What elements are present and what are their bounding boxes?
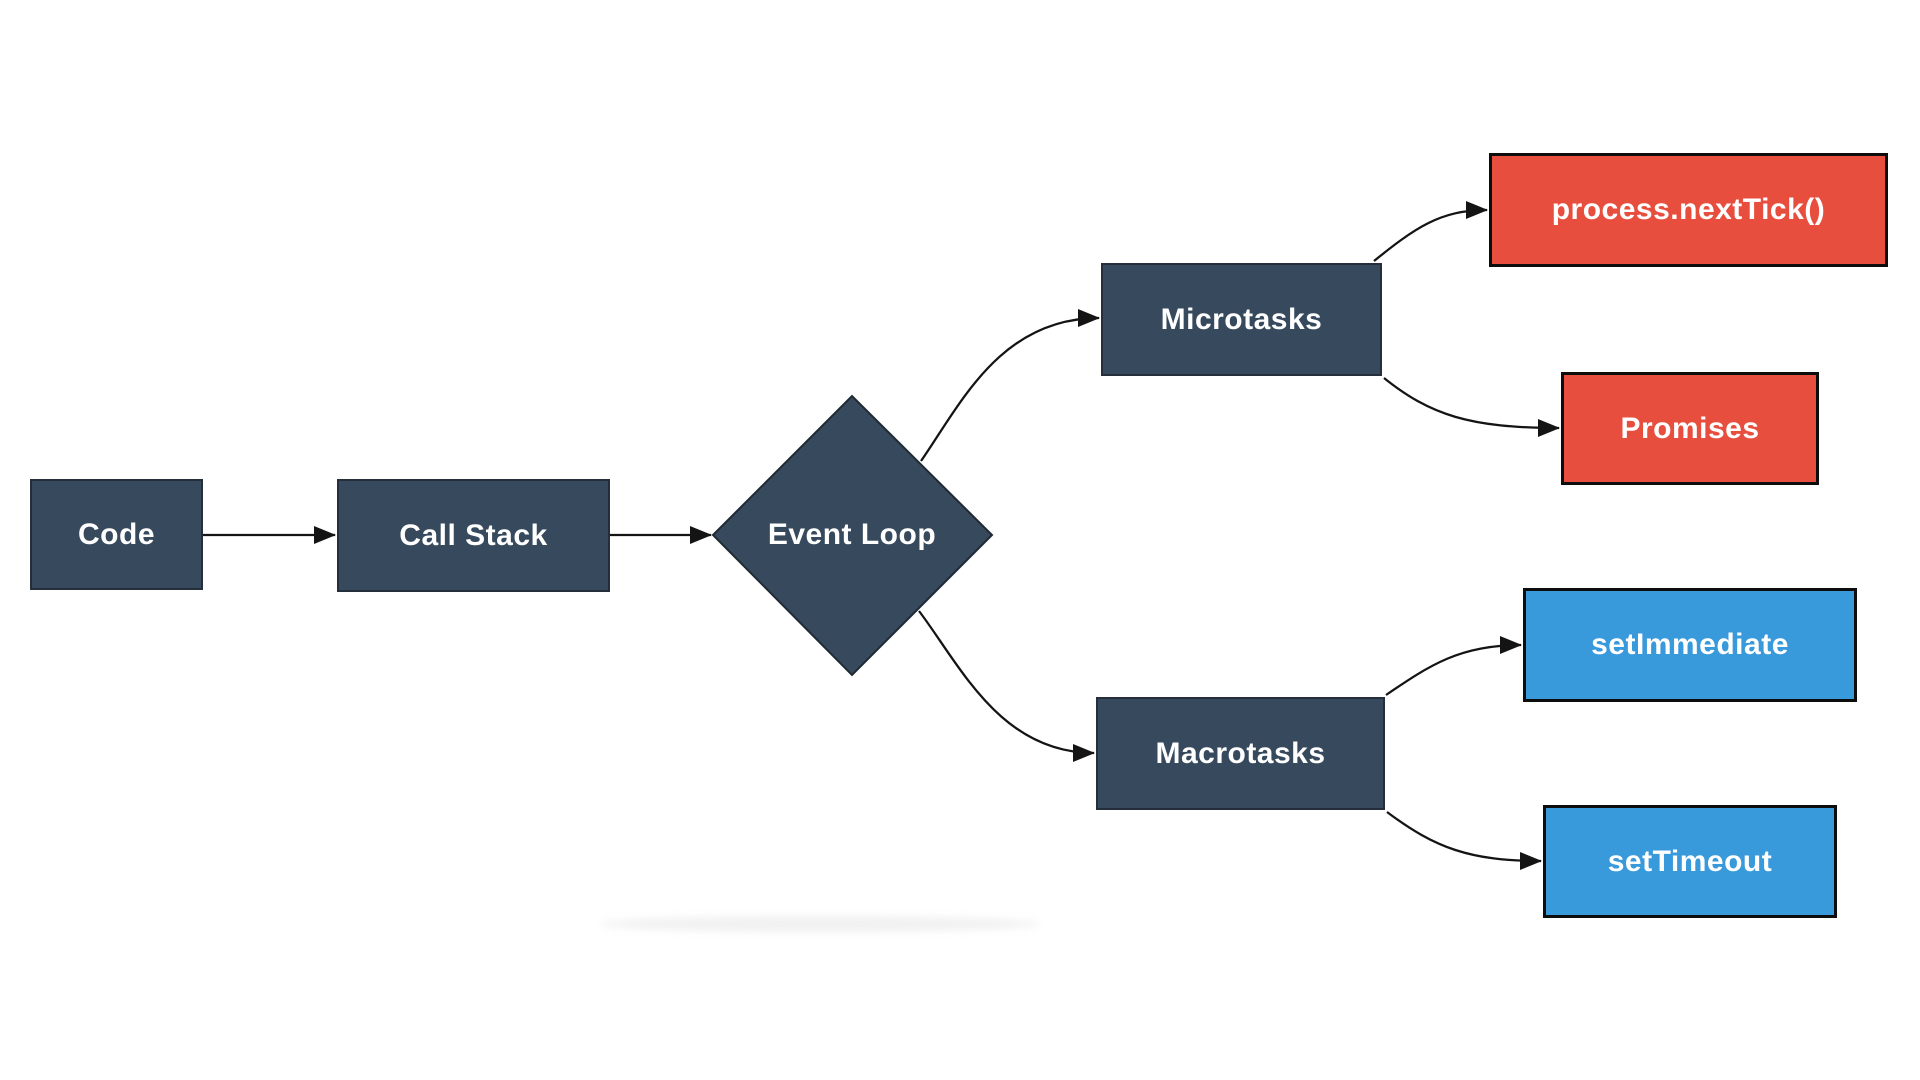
node-microtasks-label: Microtasks	[1160, 302, 1323, 336]
node-process-next-tick-label: process.nextTick()	[1551, 193, 1826, 226]
edge-microtasks-to-promises	[1383, 377, 1560, 437]
node-macrotasks-label: Macrotasks	[1155, 736, 1326, 770]
node-event-loop-shape	[711, 394, 994, 677]
node-promises: Promises	[1561, 372, 1819, 485]
node-event-loop: Event Loop	[742, 513, 962, 557]
node-promises-label: Promises	[1620, 411, 1760, 445]
node-call-stack-label: Call Stack	[399, 518, 548, 552]
shadow-artifact	[600, 916, 1040, 932]
node-process-next-tick: process.nextTick()	[1489, 153, 1888, 267]
node-set-immediate: setImmediate	[1523, 588, 1857, 702]
node-code-label: Code	[78, 517, 155, 551]
node-macrotasks: Macrotasks	[1096, 697, 1385, 810]
node-microtasks: Microtasks	[1101, 263, 1382, 376]
node-set-timeout: setTimeout	[1543, 805, 1837, 918]
node-set-timeout-label: setTimeout	[1607, 844, 1773, 878]
edge-macrotasks-to-set-timeout	[1386, 811, 1542, 870]
edge-microtasks-to-process-next-tick	[1373, 201, 1488, 262]
node-event-loop-label: Event Loop	[767, 518, 937, 551]
node-set-immediate-label: setImmediate	[1591, 628, 1789, 661]
node-code: Code	[30, 479, 203, 590]
edge-event-loop-to-macrotasks	[918, 610, 1095, 762]
edge-event-loop-to-microtasks	[920, 309, 1100, 462]
edge-macrotasks-to-set-immediate	[1385, 636, 1522, 696]
node-call-stack: Call Stack	[337, 479, 610, 592]
